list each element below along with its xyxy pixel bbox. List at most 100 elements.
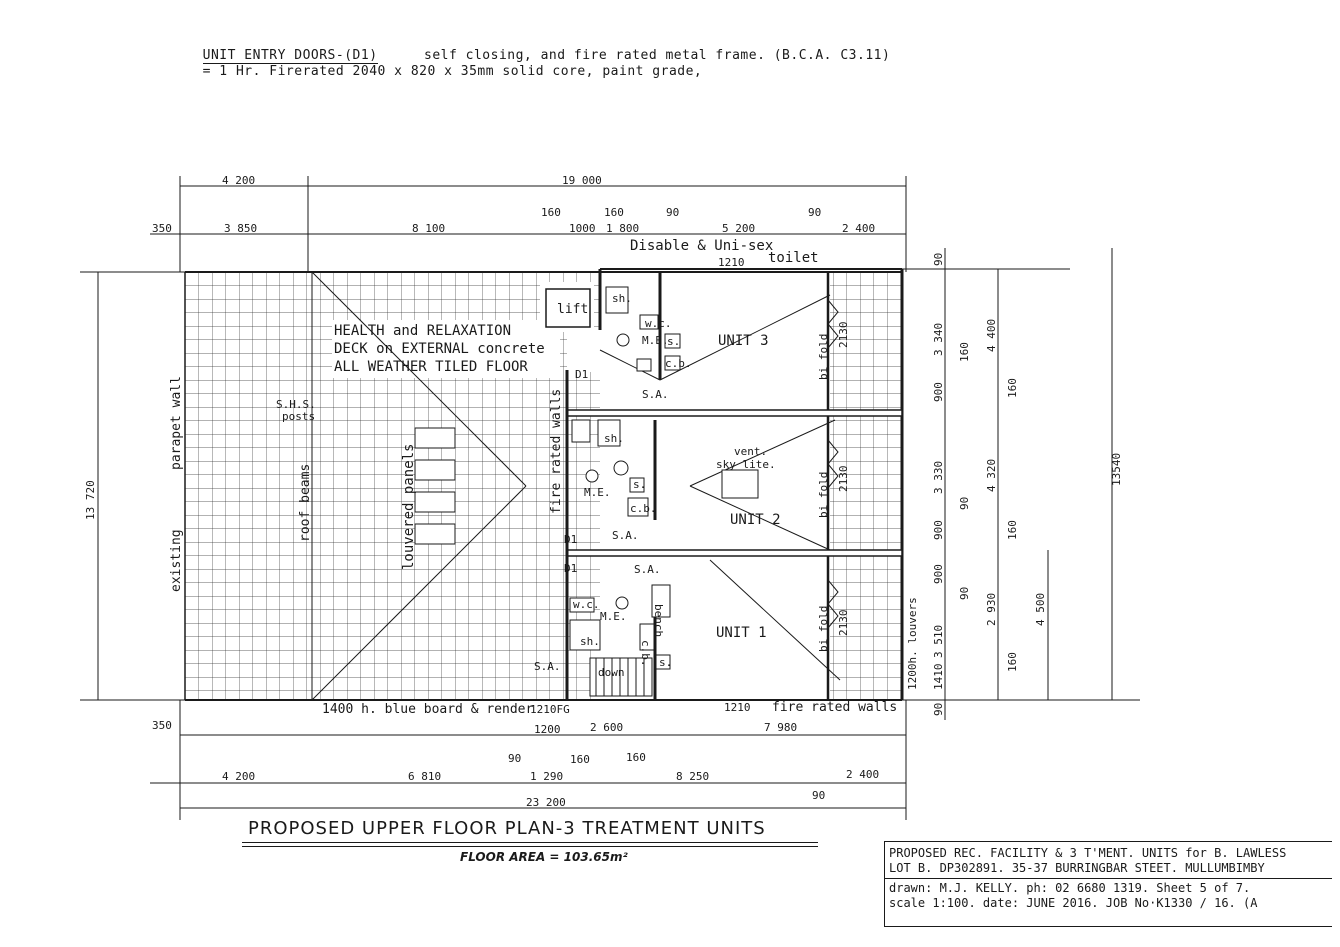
dim-bottom-160-a: 160 [570,753,590,766]
disabled-toilet-label: Disable & Uni-sex [630,238,773,254]
dim-right-90-c: 90 [958,497,971,510]
dim-top-2400: 2 400 [842,222,875,235]
dim-right-13540: 13540 [1110,453,1123,486]
vent-label: vent. [734,445,767,458]
dim-left-13720: 13 720 [84,480,97,520]
dim-bottom-4200: 4 200 [222,770,255,783]
posts-label: posts [282,410,315,423]
fire-rated-walls-label: fire rated walls [549,389,564,514]
existing-label: existing [169,529,184,592]
dim-right-90-bottom: 90 [932,703,945,716]
dim-top-90-a: 90 [666,206,679,219]
sink-label-unit-2: s. [633,478,646,491]
dim-right-1410: 1410 [932,664,945,691]
dim-bottom-1290: 1 290 [530,770,563,783]
unit-2-label: UNIT 2 [730,512,781,528]
dim-bottom-160-b: 160 [626,751,646,764]
window-1210fg: 1210FG [530,703,570,716]
dim-bottom-8250: 8 250 [676,770,709,783]
roof-beams-label: roof beams [298,464,313,542]
shower-label-unit-1: sh. [580,635,600,648]
louvered-panels [414,427,456,545]
dim-bottom-6810: 6 810 [408,770,441,783]
parapet-wall-label: parapet wall [169,376,184,470]
door-note-line2: self closing, and fire rated metal frame… [424,48,891,63]
cb-label-unit-1: c.b. [639,640,652,667]
me-label-unit-1: M.E. [600,610,627,623]
window-1210-bottom: 1210 [724,701,751,714]
dim-right-2930: 2 930 [985,593,998,626]
dim-bottom-90-b: 90 [812,789,825,802]
me-label-unit-3: M.E. [642,334,669,347]
wc-label-unit-1: w.c. [573,598,600,611]
deck-label-1: HEALTH and RELAXATION [334,323,511,339]
bifold-label-unit-3: bi fold [817,334,830,380]
dim-bottom-1200: 1200 [534,723,561,736]
dim-top-5200: 5 200 [722,222,755,235]
sa-label-stair: S.A. [534,660,561,673]
dim-top-1000: 1000 [569,222,596,235]
bifold-doors [827,299,839,629]
dim-top-90-b: 90 [808,206,821,219]
toilet-label: toilet [768,250,819,266]
dimension-text: 4 200 19 000 350 3 850 8 100 160 1000 16… [84,174,1123,809]
bifold-label-unit-2: bi fold [817,472,830,518]
tiled-deck-area [185,272,902,700]
room-labels: HEALTH and RELAXATION DECK on EXTERNAL c… [276,238,897,717]
lift: lift [545,288,591,328]
dim-top-350: 350 [152,222,172,235]
skylight [721,469,759,499]
dim-right-160-a: 160 [958,342,971,362]
dim-bottom-23200: 23 200 [526,796,566,809]
sink-label-unit-3: s. [667,335,680,348]
dim-right-4500: 4 500 [1034,593,1047,626]
dim-right-3340: 3 340 [932,323,945,356]
door-d1-unit-1: D1 [564,562,577,575]
dim-right-900-a: 900 [932,382,945,402]
dim-right-900-c: 900 [932,564,945,584]
door-specification-note: UNIT ENTRY DOORS-(D1) = 1 Hr. Firerated … [186,32,890,96]
title-block-address: LOT B. DP302891. 35-37 BURRINGBAR STEET.… [889,861,1265,875]
fire-rated-walls-bottom-label: fire rated walls [772,700,897,715]
stair-down-label: down [598,666,625,679]
sa-label-unit-3: S.A. [642,388,669,401]
title-block-scale: scale 1:100. date: JUNE 2016. JOB No·K13… [889,896,1258,910]
floor-area: FLOOR AREA = 103.65m² [460,850,628,864]
unit-3-label: UNIT 3 [718,333,769,349]
title-block-divider [885,878,1332,879]
cb-label-unit-3: c.b. [665,357,692,370]
bifold-label-unit-1: bi fold [817,606,830,652]
dim-right-160-c: 160 [1006,520,1019,540]
dim-bottom-7980: 7 980 [764,721,797,734]
building-walls [184,268,904,701]
plan-title-double-underline [242,846,818,847]
door-note-line1: = 1 Hr. Firerated 2040 x 820 x 35mm soli… [202,64,703,79]
dim-bottom-350: 350 [152,719,172,732]
lift-label: lift [557,302,588,317]
dim-right-4320: 4 320 [985,459,998,492]
door-d1-unit-2: D1 [564,533,577,546]
dim-top-19000: 19 000 [562,174,602,187]
dim-bottom-90: 90 [508,752,521,765]
title-block: PROPOSED REC. FACILITY & 3 T'MENT. UNITS… [884,841,1332,927]
dim-bottom-2400: 2 400 [846,768,879,781]
dim-right-90-top: 90 [932,253,945,266]
sa-label-unit-2: S.A. [612,529,639,542]
door-d1-unit-3: D1 [575,368,588,381]
cb-label-unit-2: c.b. [630,502,657,515]
dim-2130-unit-3: 2130 [837,322,850,349]
dim-2130-unit-1: 2130 [837,610,850,637]
stair-treads [595,658,645,696]
bench-label: bench [652,604,665,637]
sink-label-unit-1: s. [659,656,672,669]
plan-title-underline [242,842,818,843]
shs-label: S.H.S. [276,398,316,411]
dim-right-160-b: 160 [1006,378,1019,398]
dim-top-160-a: 160 [541,206,561,219]
plan-title: PROPOSED UPPER FLOOR PLAN-3 TREATMENT UN… [248,818,766,839]
dim-right-900-b: 900 [932,520,945,540]
sa-label-unit-1: S.A. [634,563,661,576]
dimension-lines [80,176,1140,820]
dim-right-160-d: 160 [1006,652,1019,672]
window-1210-top: 1210 [718,256,745,269]
